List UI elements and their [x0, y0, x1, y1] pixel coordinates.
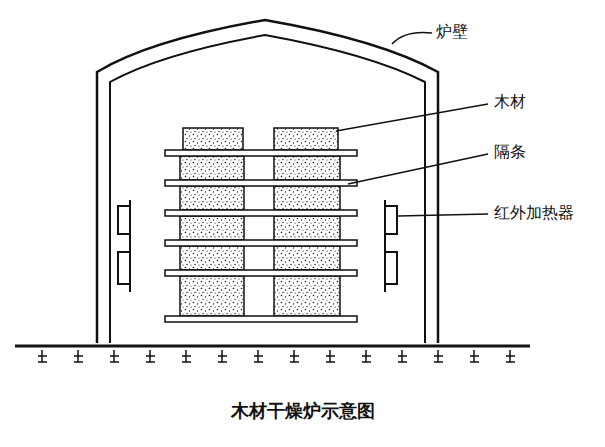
hatch-mark	[290, 355, 299, 357]
wood-block	[274, 276, 340, 316]
ground-line	[15, 345, 530, 348]
separator-bar	[165, 240, 357, 246]
part-label: 隔条	[492, 142, 528, 161]
hatch-mark	[38, 355, 47, 357]
wood-block	[180, 156, 244, 180]
hatch-mark	[254, 355, 263, 357]
separator-bar	[165, 210, 357, 216]
separator-bar	[165, 150, 357, 156]
separator-bar	[165, 270, 357, 276]
furnace-wall-outer	[97, 20, 438, 343]
hatch-mark	[470, 355, 479, 357]
hatch-mark	[326, 361, 335, 363]
wood-block	[183, 128, 243, 150]
hatch-mark	[110, 361, 119, 363]
wood-stack	[165, 128, 357, 322]
hatch-mark	[398, 361, 407, 363]
leader-lines	[336, 32, 488, 216]
wood-block	[180, 276, 244, 316]
wood-block	[274, 128, 338, 150]
hatch-mark	[74, 355, 83, 357]
hatch-mark	[506, 361, 515, 363]
wood-block	[274, 246, 340, 270]
wood-block	[274, 186, 340, 210]
caption: 木材干燥炉示意图	[231, 400, 375, 422]
hatch-mark	[362, 355, 371, 357]
hatch-mark	[146, 355, 155, 357]
wood-block	[274, 216, 340, 240]
separator-bar	[165, 316, 357, 322]
hatch-mark	[434, 355, 443, 357]
hatch-mark	[506, 355, 515, 357]
hatch-mark	[326, 355, 335, 357]
hatch-mark	[398, 355, 407, 357]
hatch-mark	[38, 361, 47, 363]
hatch-mark	[218, 361, 227, 363]
hatch-mark	[182, 361, 191, 363]
furnace-wall-inner	[110, 35, 425, 343]
hatch-mark	[218, 355, 227, 357]
hatch-mark	[470, 361, 479, 363]
hatch-mark	[434, 361, 443, 363]
hatch-mark	[362, 361, 371, 363]
hatch-mark	[290, 361, 299, 363]
hatch-mark	[110, 355, 119, 357]
wood-block	[180, 216, 244, 240]
wood-block	[180, 246, 244, 270]
hatch-mark	[74, 361, 83, 363]
hatch-mark	[182, 355, 191, 357]
part-label: 红外加热器	[492, 203, 576, 222]
infrared-heaters	[118, 200, 397, 292]
hatch-mark	[146, 361, 155, 363]
part-label: 炉壁	[434, 22, 470, 41]
separator-bar	[165, 180, 357, 186]
wood-block	[274, 156, 340, 180]
wood-block	[180, 186, 244, 210]
ground-hatch	[38, 350, 515, 362]
hatch-mark	[254, 361, 263, 363]
part-label: 木材	[492, 92, 528, 111]
